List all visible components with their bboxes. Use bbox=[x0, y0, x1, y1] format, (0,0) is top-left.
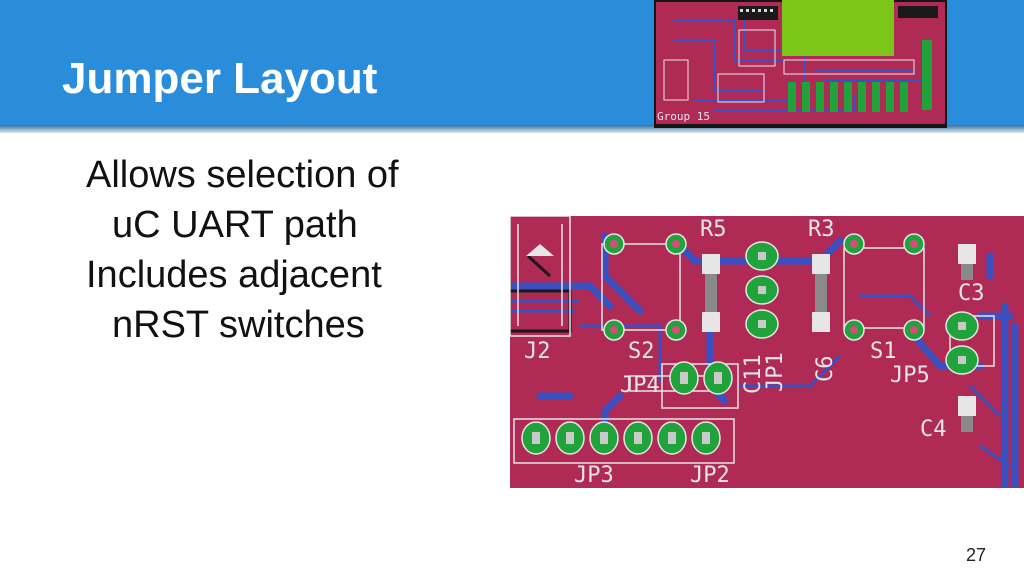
bullet-list: Allows selection of uC UART path Include… bbox=[86, 150, 476, 350]
label-c3: C3 bbox=[958, 281, 985, 306]
pcb-closeup-image: R5 R3 C3 J2 S2 S1 JP4 JP5 C4 JP3 JP2 C11… bbox=[510, 216, 1024, 488]
label-c4: C4 bbox=[920, 417, 947, 442]
bullet-line-3: Includes adjacent bbox=[86, 254, 382, 296]
bullet-line-1: Allows selection of bbox=[86, 154, 399, 196]
label-r5: R5 bbox=[700, 217, 727, 242]
label-j2: J2 bbox=[524, 339, 551, 364]
label-s1: S1 bbox=[870, 339, 897, 364]
thumbnail-label: Group 15 bbox=[657, 110, 710, 123]
slide-title: Jumper Layout bbox=[62, 54, 378, 103]
label-r3: R3 bbox=[808, 217, 835, 242]
label-s2: S2 bbox=[628, 339, 655, 364]
label-jp4: JP4 bbox=[620, 373, 660, 398]
label-jp2: JP2 bbox=[690, 463, 730, 488]
header-divider bbox=[0, 125, 1024, 133]
label-c11: C11 bbox=[741, 354, 766, 394]
page-number: 27 bbox=[966, 545, 987, 565]
label-jp3: JP3 bbox=[574, 463, 614, 488]
bullet-line-2: uC UART path bbox=[112, 204, 358, 246]
bullet-line-4: nRST switches bbox=[112, 304, 365, 346]
label-jp1: JP1 bbox=[763, 352, 788, 392]
label-jp5: JP5 bbox=[890, 363, 930, 388]
label-c6: C6 bbox=[813, 356, 838, 383]
board-overview-image: Group 15 bbox=[654, 0, 947, 128]
